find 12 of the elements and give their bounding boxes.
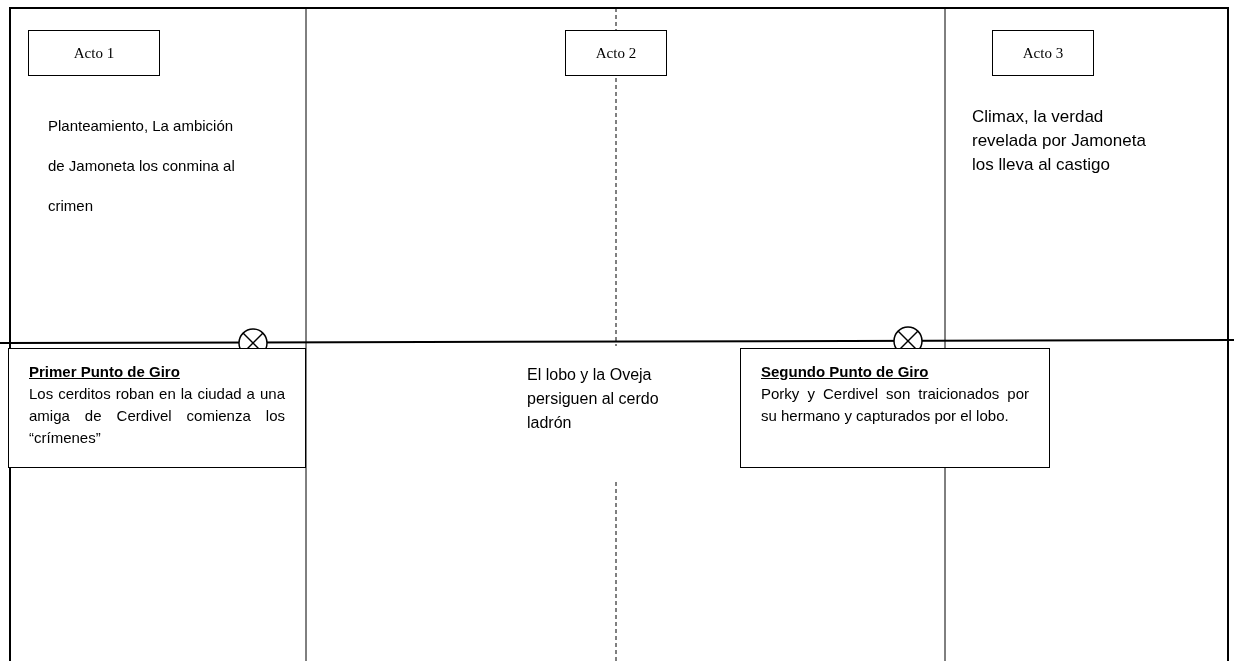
turning-point-heading: Primer Punto de Giro xyxy=(29,362,181,382)
act-summary: Planteamiento, La ambición de Jamoneta los conmina al crimen xyxy=(48,116,236,216)
turning-point-box xyxy=(8,348,306,468)
act-summary: Climax, la verdad revelada por Jamoneta los lleva al castigo xyxy=(972,106,1147,176)
act-box: Acto 1 xyxy=(28,30,160,76)
turning-point-box xyxy=(740,348,1050,468)
turning-point-text: Porky y Cerdivel son traicionados por su hermano y capturados por el lobo. xyxy=(761,384,1029,426)
turning-point-text: Los cerditos roban en la ciudad a una amiga de Cerdivel comienza los “crímenes” xyxy=(29,384,285,448)
act-box: Acto 2 xyxy=(565,30,667,76)
act-box: Acto 3 xyxy=(992,30,1094,76)
act-summary: El lobo y la Oveja persiguen al cerdo ladrón xyxy=(527,365,660,433)
turning-point-heading: Segundo Punto de Giro xyxy=(761,362,930,382)
